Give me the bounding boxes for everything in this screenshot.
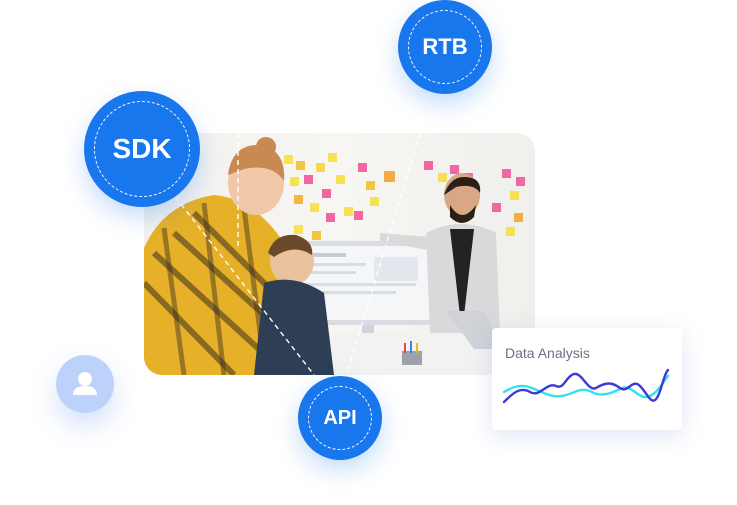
avatar [56,355,114,413]
api-badge: API [298,376,382,460]
user-icon [73,372,97,395]
rtb-badge: RTB [398,0,492,94]
team-meeting-photo [144,133,535,375]
api-label: API [323,406,357,429]
data-analysis-title: Data Analysis [505,345,590,361]
sdk-badge: SDK [84,91,200,207]
laptop [446,311,504,349]
cyan-trend-line [502,374,670,399]
purple-trend-line [502,368,670,404]
rtb-label: RTB [422,34,468,59]
sdk-label: SDK [112,133,172,164]
data-analysis-card: Data Analysis [492,328,682,430]
sticky-notes [284,153,525,240]
trend-lines-graphic [502,368,670,404]
